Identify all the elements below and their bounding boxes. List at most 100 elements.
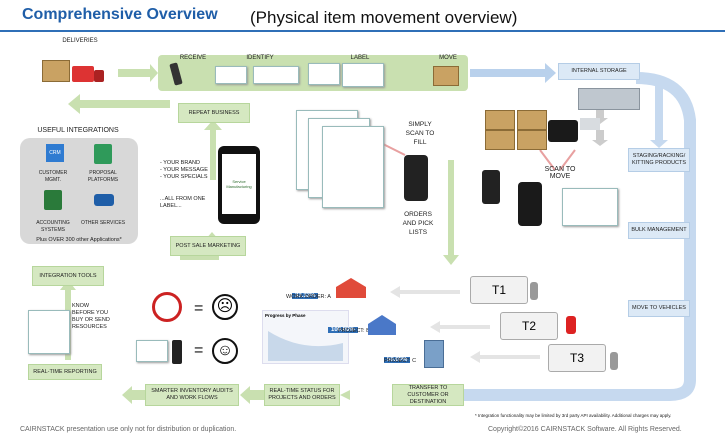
arrow-to-storage (470, 63, 556, 83)
brand-line-1: - YOUR BRAND (160, 160, 200, 166)
stack-box-1 (485, 110, 515, 130)
label-card-2 (253, 66, 299, 84)
label-label: LABEL (350, 55, 370, 61)
label-card-3 (308, 63, 340, 85)
phone-icon-orders (404, 155, 428, 201)
arrow-orders-down (443, 160, 459, 265)
page-subtitle: (Physical item movement overview) (250, 8, 518, 27)
phone-screen: Service Manufacturing (222, 154, 256, 214)
no-manual-icon (152, 292, 182, 322)
item-label-card (562, 188, 618, 226)
work-order-a-pct: 33.33% (292, 293, 319, 299)
handheld-scanner-icon (518, 182, 542, 226)
house-icon-a (336, 278, 366, 298)
right-loop-arrow (445, 72, 696, 401)
arrow-bottom-2 (122, 386, 145, 404)
project-b-label: PROJECT: B (338, 328, 370, 334)
integration-other: OTHER SERVICES (80, 220, 126, 226)
orders-label: ORDERS AND PICK LISTS (402, 211, 434, 236)
arrow-down-staging (650, 84, 668, 148)
branded-phone: Service Manufacturing (218, 146, 260, 224)
move-vehicles-box: MOVE TO VEHICLES (628, 300, 690, 317)
repeat-business-box: REPEAT BUSINESS (178, 103, 250, 123)
house-icon-b (368, 315, 396, 335)
label-scan-doc (136, 340, 168, 362)
building-icon (424, 340, 444, 368)
bulk-box: BULK MANAGEMENT (628, 222, 690, 239)
smarter-inventory-box: SMARTER INVENTORY AUDITS AND WORK FLOWS (145, 384, 239, 406)
deliveries-label: DELIVERIES (62, 38, 98, 44)
box-icon (433, 66, 459, 86)
arrow-repeat-up (204, 120, 222, 180)
worker-icon-red (566, 316, 576, 334)
receive-label: RECEIVE (179, 55, 207, 61)
project-b: 100.00% (328, 318, 358, 336)
brand-list: - YOUR BRAND - YOUR MESSAGE - YOUR SPECI… (160, 160, 208, 181)
proposal-icon (94, 144, 112, 164)
footer-right: Copyright©2016 CAIRNSTACK Software. All … (488, 426, 682, 433)
integrations-title: USEFUL INTEGRATIONS (37, 127, 119, 134)
post-sale-box: POST SALE MARKETING (170, 236, 246, 256)
happy-face-icon: ☺ (212, 338, 238, 364)
label-card-4 (342, 63, 384, 87)
staging-box: STAGING/RACKING/ KITTING PRODUCTS (628, 148, 690, 172)
title-divider (0, 30, 725, 32)
realtime-reporting-box: REAL-TIME REPORTING (28, 364, 102, 380)
label-card-1 (215, 66, 247, 84)
stack-box-2 (517, 110, 547, 130)
internal-storage-box: INTERNAL STORAGE (558, 63, 640, 80)
progress-chart: Progress by Phase (262, 310, 349, 364)
mobile-scanner-icon (548, 120, 578, 142)
truck-t3: T3 (548, 344, 606, 372)
arrow-bottom-1 (240, 386, 265, 404)
work-order-a: 33.33% (292, 284, 319, 302)
stack-box-3 (485, 130, 515, 150)
realtime-status-box: REAL-TIME STATUS FOR PROJECTS AND ORDERS (264, 384, 340, 406)
crates-icon (42, 60, 70, 82)
know-before-label: KNOW BEFORE YOU BUY OR SEND RESOURCES (72, 303, 110, 330)
scan-to-move-label: SCAN TO MOVE (544, 166, 576, 180)
progress-area (268, 331, 343, 361)
arrow-repeat-left (68, 94, 170, 114)
integrations-more: Plus OVER 300 other Applications* (36, 237, 122, 243)
accounting-icon (44, 190, 62, 210)
integration-tools-box: INTEGRATION TOOLS (32, 266, 104, 286)
project-c-pct: 50.00% (384, 357, 411, 363)
page-title: Comprehensive Overview (22, 6, 218, 23)
phone-icon-small (482, 170, 500, 204)
stack-box-4 (517, 130, 547, 150)
order-doc-3 (322, 126, 384, 208)
crm-icon: CRM (46, 144, 64, 162)
worker-icon-1 (530, 282, 538, 300)
arrow-to-receive (118, 64, 158, 82)
footnote: * Integration functionality may be limit… (475, 413, 672, 418)
brand-line-3: - YOUR SPECIALS (160, 174, 208, 180)
truck-t1: T1 (470, 276, 528, 304)
equals-sign-1: = (194, 300, 204, 317)
sad-face-icon: ☹ (212, 294, 238, 320)
warehouse-icon (578, 88, 640, 110)
brand-all-label: ...ALL FROM ONE LABEL... (160, 196, 206, 209)
transfer-box: TRANSFER TO CUSTOMER OR DESTINATION (392, 384, 464, 406)
project-c-label: PROJECT: C (384, 358, 417, 364)
scanner-icon-2 (172, 340, 182, 364)
work-order-a-label: WORK ORDER: A (286, 294, 331, 300)
integration-customer: CUSTOMER MGMT. (38, 170, 68, 183)
services-icon (94, 194, 114, 206)
truck-icon (72, 66, 94, 82)
integrations-panel (20, 138, 138, 244)
simply-scan-label: SIMPLY SCAN TO FILL (405, 121, 435, 146)
footer-left: CAIRNSTACK presentation use only not for… (20, 426, 237, 433)
project-b-pct: 100.00% (328, 327, 358, 333)
project-c: 50.00% (384, 348, 411, 366)
move-label: MOVE (439, 55, 457, 61)
integration-accounting: ACCOUNTING SYSTEMS (36, 220, 70, 233)
equals-sign-2: = (194, 342, 204, 359)
brand-line-2: - YOUR MESSAGE (160, 167, 208, 173)
identify-label: IDENTIFY (246, 55, 274, 61)
worker-icon-3 (610, 352, 618, 370)
report-doc (28, 310, 70, 354)
progress-title: Progress by Phase (265, 313, 306, 318)
truck-t2: T2 (500, 312, 558, 340)
integration-proposal: PROPOSAL PLATFORMS (87, 170, 119, 183)
